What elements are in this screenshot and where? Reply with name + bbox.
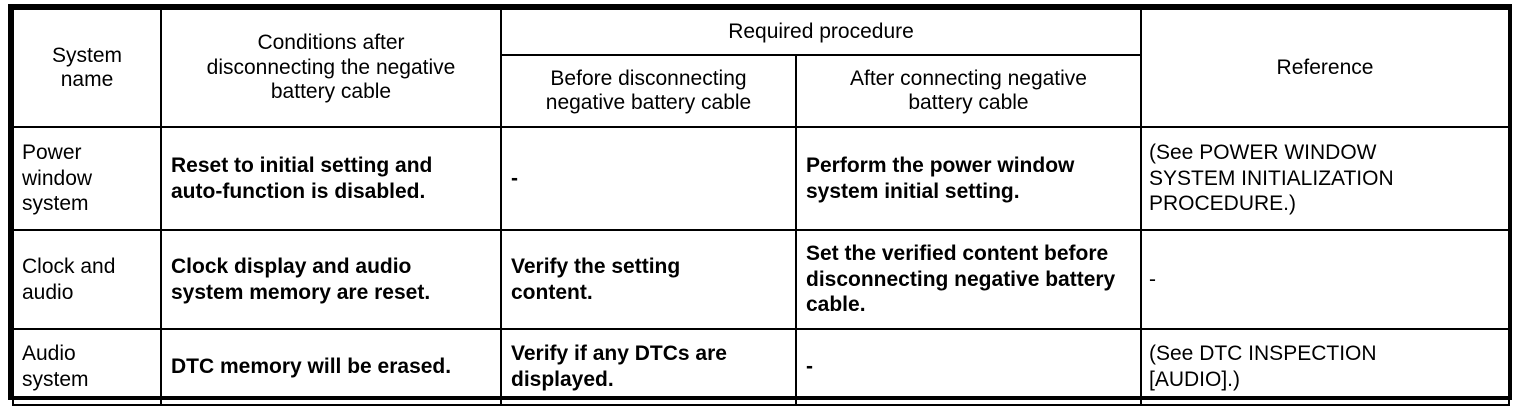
cell-after-connecting: - bbox=[795, 328, 1142, 406]
cell-reference: - bbox=[1140, 229, 1510, 330]
header-reference: Reference bbox=[1140, 8, 1510, 128]
cell-conditions: DTC memory will be erased. bbox=[160, 328, 502, 406]
cell-reference: (See DTC INSPECTION[AUDIO].) bbox=[1140, 328, 1510, 406]
header-required-procedure: Required procedure bbox=[500, 8, 1142, 56]
cell-before-disconnecting: - bbox=[500, 126, 797, 231]
